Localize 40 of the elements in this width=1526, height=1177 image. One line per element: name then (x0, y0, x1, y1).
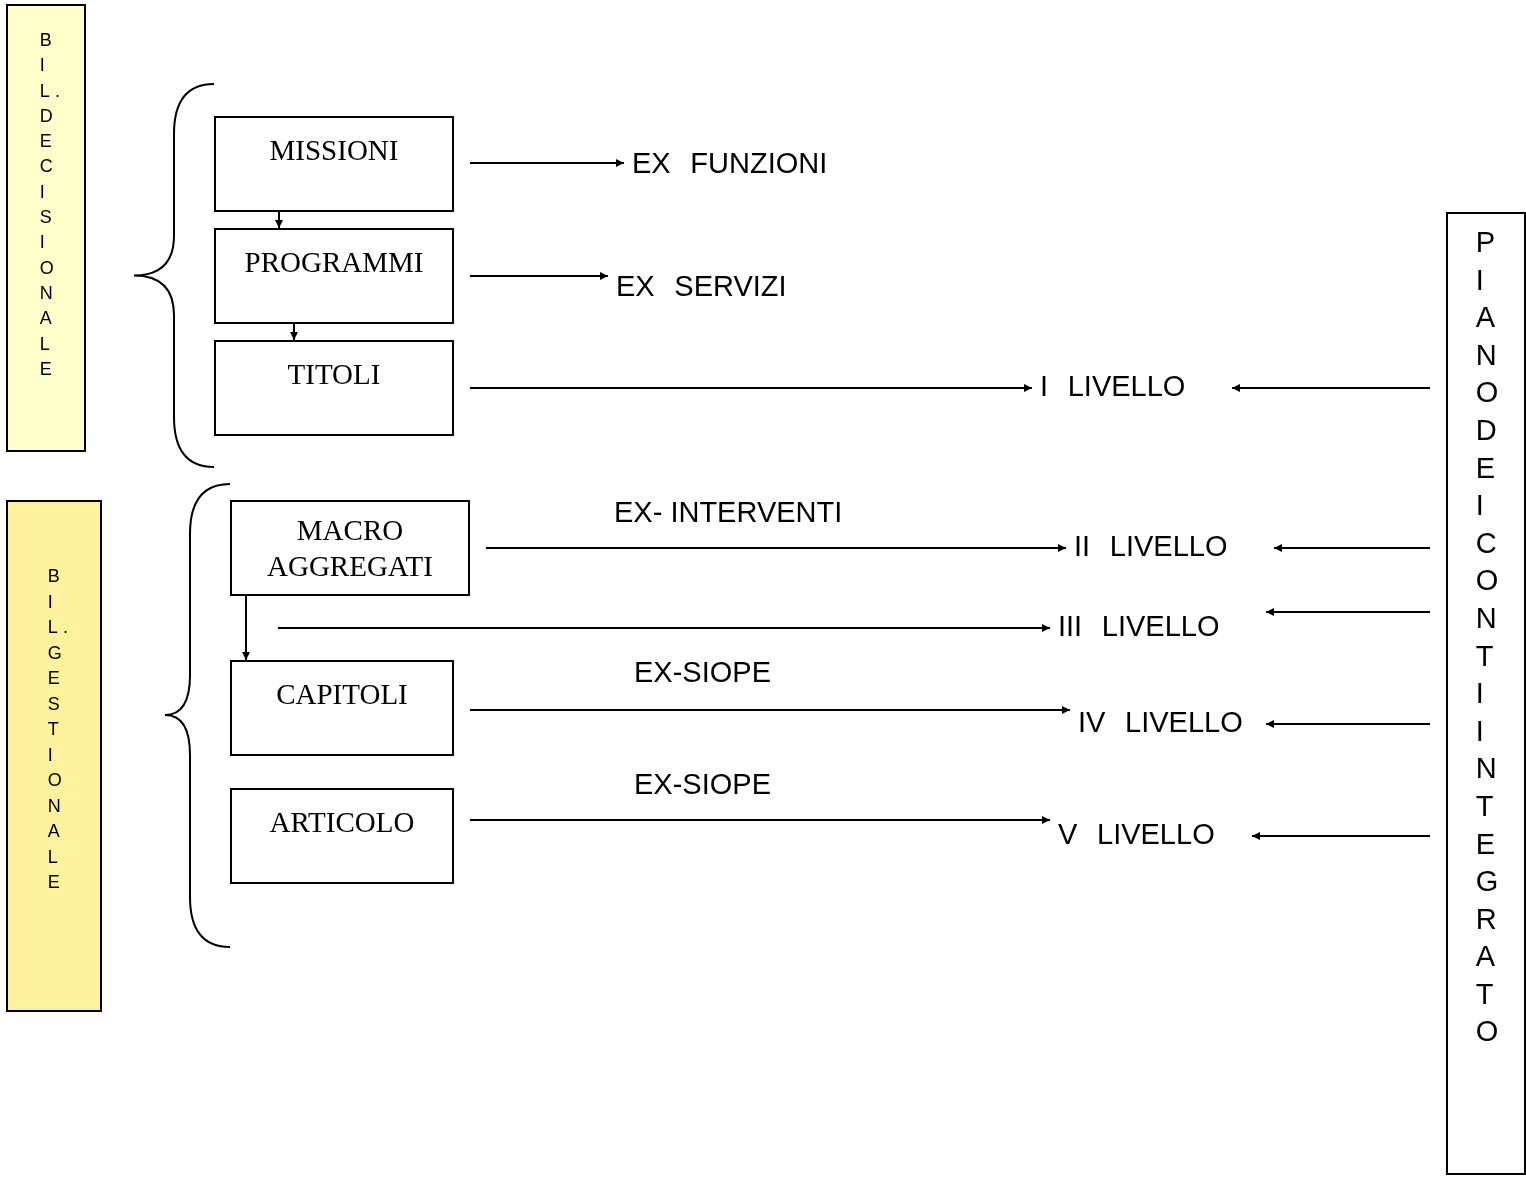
level-label: EX FUNZIONI (632, 144, 842, 182)
level-label: V LIVELLO (1058, 815, 1244, 853)
box-label: PROGRAMMI (243, 245, 425, 280)
box-label: MISSIONI (268, 133, 400, 168)
box-label: ARTICOLO (268, 805, 416, 840)
arrow (1231, 384, 1431, 392)
level-label: IV LIVELLO (1078, 703, 1258, 741)
process-box (214, 340, 454, 436)
arrow (485, 544, 1067, 552)
arrow (469, 384, 1033, 392)
level-label: II LIVELLO (1074, 527, 1266, 565)
arrow (469, 816, 1051, 824)
level-label: I LIVELLO (1040, 367, 1224, 405)
arrow (469, 706, 1071, 714)
arrow (277, 624, 1051, 632)
level-label: EX SERVIZI (616, 267, 798, 305)
vertical-text: BIL. GESTIONALE (46, 565, 66, 894)
arrow (1273, 544, 1431, 552)
box-label: TITOLI (286, 357, 382, 392)
process-box (214, 228, 454, 324)
arrow (469, 159, 625, 167)
process-box (230, 660, 454, 756)
vertical-text: BIL. DECISIONALE (38, 29, 58, 381)
arrow (1251, 832, 1431, 840)
process-box (214, 116, 454, 212)
arrow (469, 272, 609, 280)
vertical-label-band (1446, 212, 1526, 1175)
vertical-label-band (6, 500, 102, 1012)
arrow (275, 211, 283, 229)
arrow (1265, 608, 1431, 616)
box-label: MACRO AGGREGATI (266, 513, 434, 585)
process-box (230, 500, 470, 596)
process-box (230, 788, 454, 884)
vertical-label-band (6, 4, 86, 452)
arrow (290, 323, 298, 341)
vertical-text: PIANO DEI CONTI INTEGRATO (1474, 225, 1505, 1050)
box-label: CAPITOLI (275, 677, 409, 712)
level-label: III LIVELLO (1058, 607, 1258, 645)
arrow (242, 595, 250, 661)
arrow (1265, 720, 1431, 728)
